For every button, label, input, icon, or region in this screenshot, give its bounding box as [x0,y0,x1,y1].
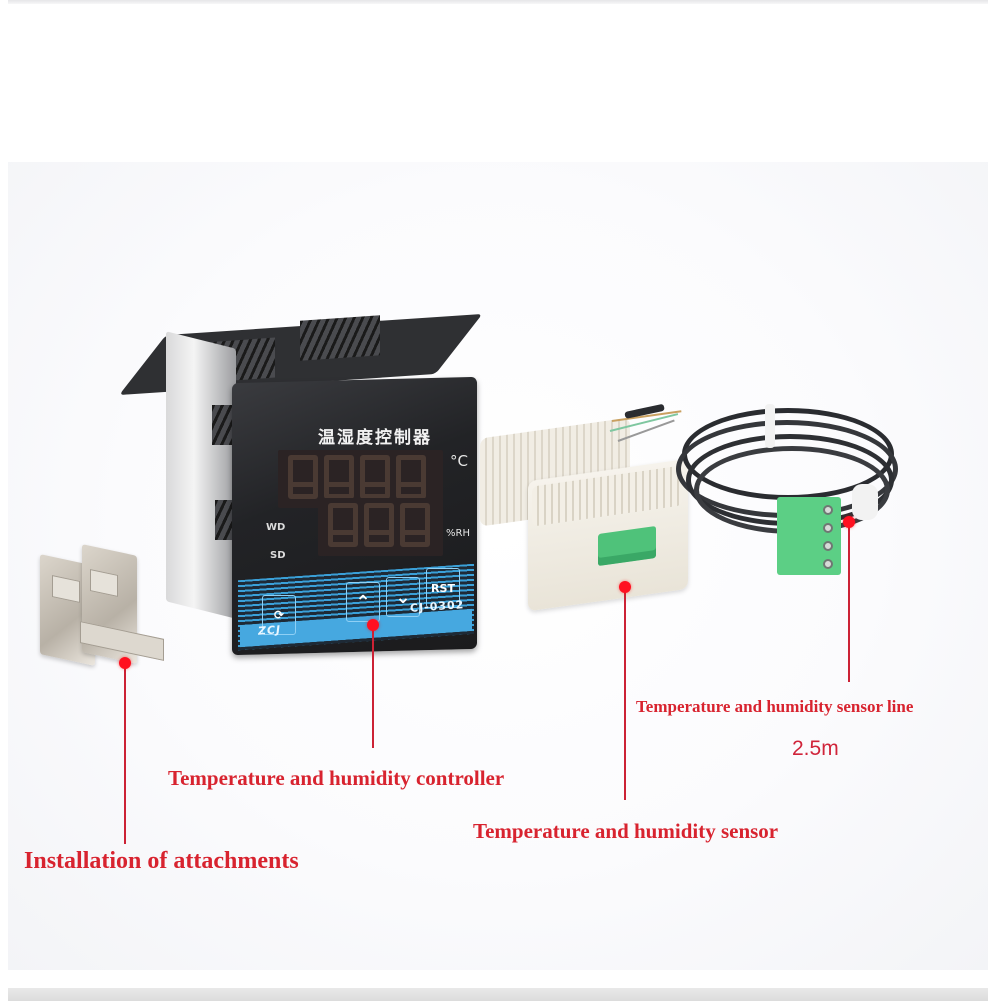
controller-callout-dot [367,619,379,631]
humidity-digits [328,503,430,547]
sensor-label: Temperature and humidity sensor [473,819,779,843]
set-key[interactable]: ⟳ [262,595,296,635]
temperature-unit: °C [450,452,468,470]
up-key[interactable]: ⌃ [346,582,380,622]
side-vent [215,500,235,540]
sensor-callout-dot [619,581,631,593]
sensor-line-label: Temperature and humidity sensor line [636,697,914,716]
controller-callout-line [372,626,374,748]
cable-length: 2.5m [792,737,839,760]
sd-indicator-label: SD [270,550,286,561]
terminal-screw [823,505,833,515]
terminal-screw [823,523,833,533]
cable-tie [765,404,775,448]
humidity-unit: %RH [446,528,470,539]
sensor-line-callout-dot [843,516,855,528]
blank-key [304,590,338,630]
controller-title: 温湿度控制器 [318,428,432,448]
temperature-digits [288,455,426,499]
terminal-screw [823,541,833,551]
attachments-callout-dot [119,657,131,669]
vent-slots [300,315,380,361]
cable-connector [777,497,841,575]
wd-indicator-label: WD [266,522,286,533]
segment-digit [364,503,394,547]
sensor-line-callout-line [848,522,850,682]
controller-label: Temperature and humidity controller [168,766,505,790]
sensor-callout-line [624,588,626,800]
top-border [8,0,988,4]
cable-tie [852,484,878,520]
segment-digit [400,503,430,547]
segment-digit [360,455,390,499]
attachments-callout-line [124,664,126,844]
segment-digit [328,503,358,547]
reset-key[interactable]: RST [426,568,460,608]
segment-digit [288,455,318,499]
segment-digit [324,455,354,499]
side-vent [212,405,232,445]
brand-logo: ZCJ [257,623,282,638]
terminal-screw [823,559,833,569]
segment-digit [396,455,426,499]
bottom-border [8,988,988,1001]
down-key[interactable]: ⌄ [386,577,420,617]
controller-side [166,331,236,619]
attachments-label: Installation of attachments [24,848,299,874]
